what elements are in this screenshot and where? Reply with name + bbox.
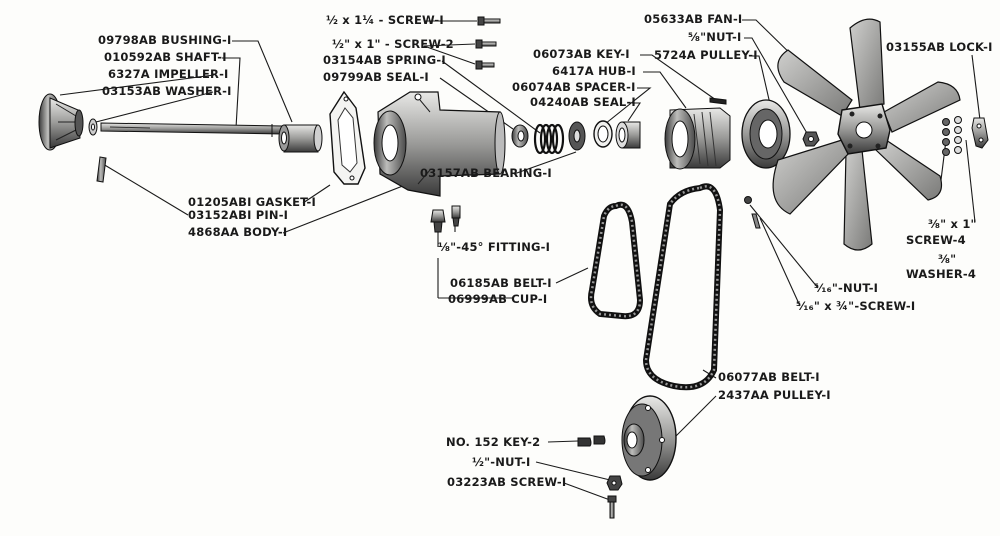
impeller-label: 6327A IMPELLER-I (108, 67, 229, 81)
belt-06077-label: 06077AB BELT-I (718, 370, 820, 384)
fan-part (772, 18, 961, 251)
fan-label: 05633AB FAN-I (644, 12, 743, 26)
spacer-label: 06074AB SPACER-I (512, 80, 636, 94)
nut-5-16-label: ⁵⁄₁₆"-NUT-I (814, 281, 879, 295)
gasket-part (329, 90, 366, 185)
hub-part (664, 107, 731, 170)
belt-06185-label: 06185AB BELT-I (450, 276, 552, 290)
seal-2-label: 04240AB SEAL-I (530, 95, 636, 109)
washer-label: 03153AB WASHER-I (102, 84, 232, 98)
seal-2-part (593, 120, 613, 148)
screw-half-1-14-label: ½ x 1¼ - SCREW-I (326, 13, 444, 27)
fitting-label: ⅛"-45° FITTING-I (438, 240, 551, 254)
spacer-part (615, 121, 641, 149)
bearing-part (568, 121, 586, 151)
seal-part (511, 124, 529, 148)
screw-half-1-label: ½" x 1" - SCREW-2 (332, 37, 454, 51)
cup-label: 06999AB CUP-I (448, 292, 548, 306)
pulley-5724-label: 5724A PULLEY-I (654, 48, 758, 62)
shaft-label: 010592AB SHAFT-I (104, 50, 227, 64)
key-label: 06073AB KEY-I (533, 47, 630, 61)
pin-part (96, 156, 107, 183)
keys-152-parts (577, 435, 606, 447)
screw-3-8-label: ⅜" x 1" (928, 217, 977, 231)
leader-lines (59, 19, 981, 501)
nut-screw-5-16-parts (744, 196, 761, 229)
lock-part (971, 117, 989, 149)
washer-3-8-qty-label: WASHER-4 (906, 267, 977, 281)
bearing-label: 03157AB BEARING-I (420, 166, 552, 180)
washer-part (88, 118, 98, 136)
hub-label: 6417A HUB-I (552, 64, 636, 78)
bushing-part (278, 124, 323, 153)
nut-screw-03223-parts (606, 475, 623, 519)
body-part (373, 91, 506, 197)
pin-label: 03152ABI PIN-I (188, 208, 289, 222)
screw-03223-label: 03223AB SCREW-I (447, 475, 567, 489)
screw-3-8-parts (942, 116, 962, 156)
pulley-2437-label: 2437AA PULLEY-I (718, 388, 831, 402)
belt-06077-part (642, 183, 724, 391)
screw-3-8-qty-label: SCREW-4 (906, 233, 966, 247)
impeller-part (38, 93, 84, 151)
spring-part (533, 123, 565, 155)
screw-half-inch-parts (475, 16, 501, 70)
lock-label: 03155AB LOCK-I (886, 40, 993, 54)
body-label: 4868AA BODY-I (188, 225, 288, 239)
nut-5-8-part (802, 131, 820, 147)
nut-half-label: ½"-NUT-I (472, 455, 531, 469)
fitting-cup-parts (430, 205, 461, 233)
shaft-part (100, 122, 283, 137)
spring-label: 03154AB SPRING-I (323, 53, 446, 67)
key-part (709, 97, 727, 105)
belt-06185-part (588, 201, 644, 320)
pulley-2437-part (621, 395, 677, 481)
key-152-label: NO. 152 KEY-2 (446, 435, 541, 449)
bushing-label: 09798AB BUSHING-I (98, 33, 232, 47)
screw-5-16-label: ⁵⁄₁₆" x ¾"-SCREW-I (796, 299, 916, 313)
seal-label: 09799AB SEAL-I (323, 70, 429, 84)
washer-3-8-label: ⅜" (938, 252, 957, 266)
gasket-label: 01205ABI GASKET-I (188, 195, 316, 209)
nut-5-8-label: ⅝"NUT-I (688, 30, 742, 44)
pulley-5724-part (741, 99, 791, 169)
